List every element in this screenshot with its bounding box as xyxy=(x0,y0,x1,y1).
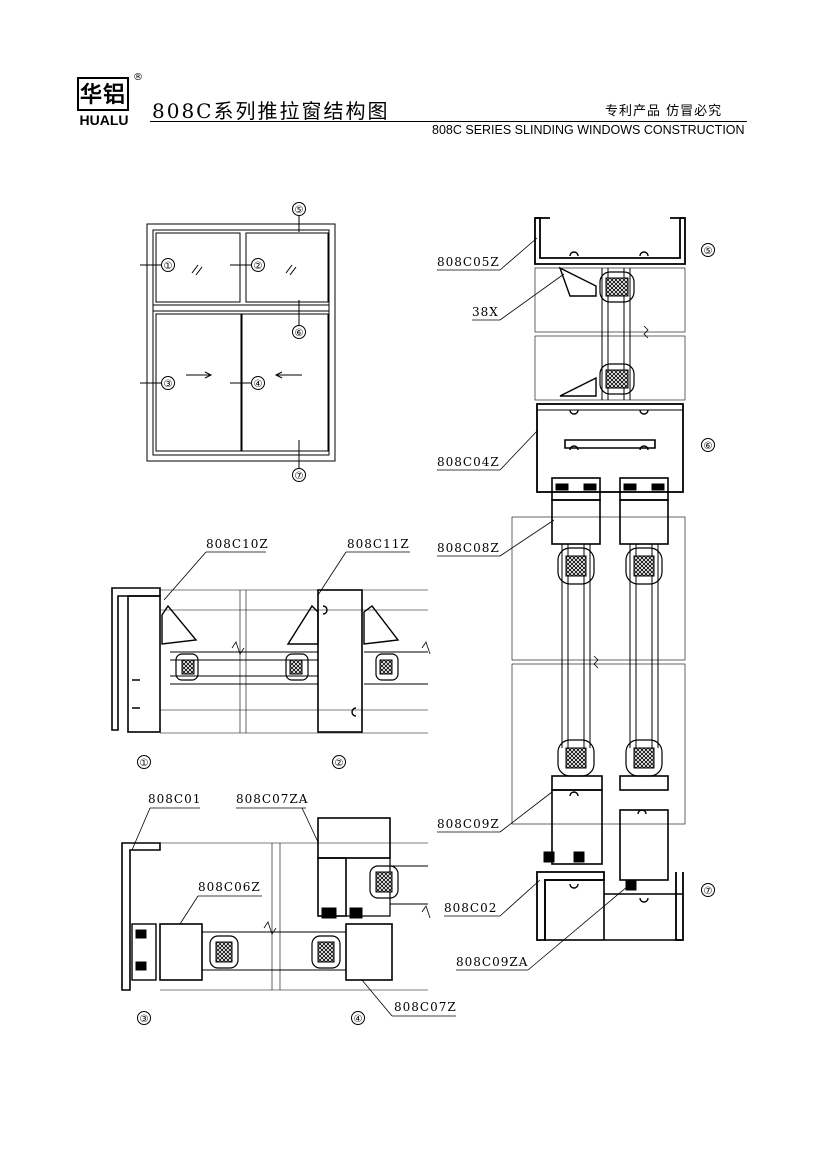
registered-mark: ® xyxy=(133,72,143,83)
section-3-4-callouts: ③ ④ xyxy=(137,1011,365,1025)
label-808c05z: 808C05Z xyxy=(437,255,500,269)
label-808c06z: 808C06Z xyxy=(198,880,261,894)
callout-1: ① xyxy=(164,261,173,272)
label-808c11z: 808C11Z xyxy=(347,537,410,551)
section-3-4-labels: 808C01 808C07ZA 808C06Z 808C07Z xyxy=(148,792,457,1014)
label-808c07z: 808C07Z xyxy=(394,1000,457,1014)
label-808c04z: 808C04Z xyxy=(437,455,500,469)
callout-5: ⑤ xyxy=(295,205,304,216)
section-1-2-labels: 808C10Z 808C11Z xyxy=(206,537,410,551)
label-808c09za: 808C09ZA xyxy=(456,955,528,969)
window-elevation xyxy=(140,216,336,468)
label-808c10z: 808C10Z xyxy=(206,537,269,551)
callout-6: ⑥ xyxy=(295,328,304,339)
logo-chinese: 华铝 xyxy=(79,83,126,108)
label-808c01: 808C01 xyxy=(148,792,201,806)
section-1-2-callouts: ① ② xyxy=(137,755,346,769)
callout-3: ③ xyxy=(164,379,173,390)
title-english: 808C SERIES SLINDING WINDOWS CONSTRUCTIO… xyxy=(432,123,745,137)
section-callout-4: ④ xyxy=(354,1014,363,1025)
label-808c09z: 808C09Z xyxy=(437,817,500,831)
vertical-callout-6: ⑥ xyxy=(704,441,713,452)
callout-7: ⑦ xyxy=(295,471,304,482)
logo-english: HUALU xyxy=(79,112,129,128)
label-808c02: 808C02 xyxy=(444,901,497,915)
callout-4: ④ xyxy=(254,379,263,390)
callout-2: ② xyxy=(254,261,263,272)
label-38x: 38X xyxy=(472,305,499,319)
horizontal-section-1-2 xyxy=(111,551,431,734)
elevation-callouts: ① ② ③ ④ ⑤ ⑥ ⑦ xyxy=(161,202,306,482)
vertical-section-labels: 808C05Z 38X 808C04Z 808C08Z 808C09Z 808C… xyxy=(437,255,528,969)
vertical-section-callouts: ⑤ ⑥ ⑦ xyxy=(701,243,715,897)
logo-frame xyxy=(77,77,129,111)
vertical-callout-7: ⑦ xyxy=(704,886,713,897)
section-callout-3: ③ xyxy=(140,1014,149,1025)
title-chinese: 808C系列推拉窗结构图 xyxy=(152,99,390,123)
patent-notice: 专利产品 仿冒必究 xyxy=(605,104,723,119)
label-808c08z: 808C08Z xyxy=(437,541,500,555)
title-underline xyxy=(150,121,747,122)
label-808c07za: 808C07ZA xyxy=(236,792,308,806)
section-callout-2: ② xyxy=(335,758,344,769)
vertical-callout-5: ⑤ xyxy=(704,246,713,257)
horizontal-section-3-4 xyxy=(121,807,456,1017)
section-callout-1: ① xyxy=(140,758,149,769)
vertical-section xyxy=(437,217,686,971)
